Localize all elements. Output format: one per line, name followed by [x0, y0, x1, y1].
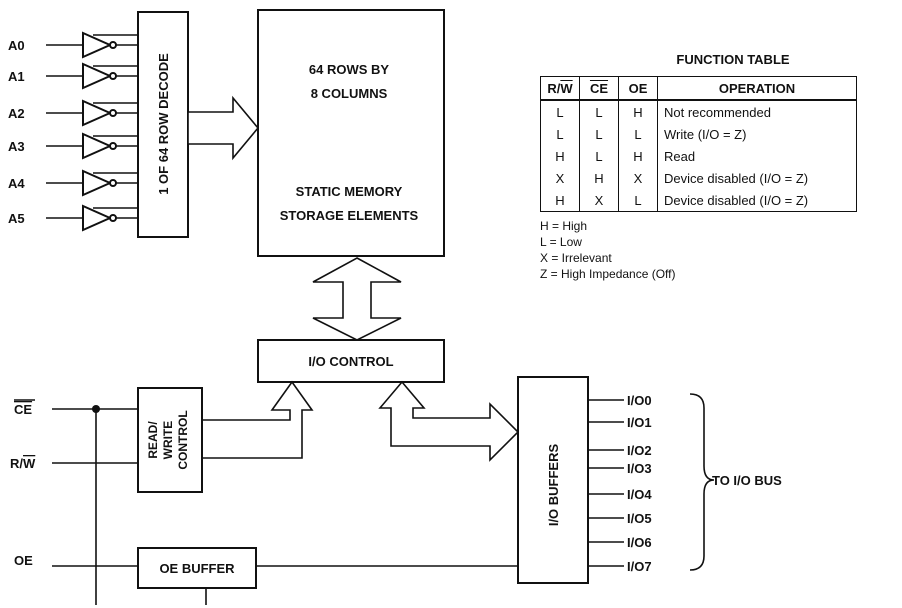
address-label: A0 — [8, 38, 25, 53]
read-write-control: READ/ WRITE CONTROL — [137, 387, 203, 493]
function-table-title: FUNCTION TABLE — [676, 52, 790, 67]
address-label: A3 — [8, 139, 25, 154]
address-input-a2: A2 — [8, 99, 138, 127]
cell-ce: L — [579, 123, 619, 145]
io-control: I/O CONTROL — [257, 339, 445, 383]
table-row: H L H Read — [540, 145, 857, 167]
memory-label-line1: 64 ROWS BY — [309, 62, 390, 77]
address-input-a5: A5 — [8, 204, 138, 232]
io-output-label: I/O5 — [627, 511, 652, 526]
rw-to-io-control-arrow — [201, 380, 314, 459]
control-input-rw: R/W — [10, 456, 138, 471]
cell-oe: H — [618, 145, 658, 167]
io-output-label: I/O7 — [627, 559, 652, 574]
cell-rw: L — [540, 100, 580, 123]
address-input-a3: A3 — [8, 132, 138, 160]
io-control-label: I/O CONTROL — [308, 354, 393, 369]
cell-rw: H — [540, 189, 580, 212]
ce-label: CE — [14, 402, 32, 417]
inverter-icon — [82, 204, 113, 232]
cell-ce: L — [579, 145, 619, 167]
rw-control-line3: CONTROL — [176, 410, 190, 469]
rw-label: R/W — [10, 456, 36, 471]
io-output-label: I/O6 — [627, 535, 652, 550]
cell-rw: H — [540, 145, 580, 167]
address-input-a1: A1 — [8, 62, 138, 90]
io-output-label: I/O1 — [627, 415, 652, 430]
io-output-lines: I/O0 I/O1 I/O2 I/O3 I/O4 I/O5 I/O6 I/O7 — [588, 393, 652, 574]
io-output-label: I/O0 — [627, 393, 652, 408]
io-output-label: I/O2 — [627, 443, 652, 458]
io-buffers: I/O BUFFERS — [517, 376, 589, 584]
io-bus-brace — [689, 393, 715, 571]
legend-item: Z = High Impedance (Off) — [540, 267, 676, 281]
cell-ce: L — [579, 100, 619, 123]
address-label: A5 — [8, 211, 25, 226]
cell-rw: L — [540, 123, 580, 145]
memory-label-line4: STORAGE ELEMENTS — [280, 208, 419, 223]
cell-operation: Write (I/O = Z) — [657, 123, 857, 145]
cell-oe: X — [618, 167, 658, 189]
io-output-label: I/O4 — [627, 487, 652, 502]
address-label: A2 — [8, 106, 25, 121]
io-bus-label: TO I/O BUS — [712, 473, 782, 488]
header-rw: R/W — [540, 76, 580, 101]
table-header-row: R/W CE OE OPERATION — [540, 76, 857, 101]
cell-operation: Device disabled (I/O = Z) — [657, 189, 857, 212]
address-input-a0: A0 — [8, 31, 138, 59]
table-row: L L H Not recommended — [540, 100, 857, 123]
io-buffers-label: I/O BUFFERS — [546, 444, 561, 527]
legend-item: H = High — [540, 219, 588, 233]
table-row: X H X Device disabled (I/O = Z) — [540, 167, 857, 189]
address-label: A4 — [8, 176, 25, 191]
inverter-icon — [82, 99, 113, 127]
row-decoder: 1 OF 64 ROW DECODE — [137, 11, 189, 238]
table-row: L L L Write (I/O = Z) — [540, 123, 857, 145]
legend-item: X = Irrelevant — [540, 251, 612, 265]
control-input-ce: CE — [14, 399, 138, 605]
oe-label: OE — [14, 553, 33, 568]
control-input-oe: OE — [14, 553, 138, 568]
address-label: A1 — [8, 69, 25, 84]
io-output-label: I/O3 — [627, 461, 652, 476]
header-oe: OE — [618, 76, 658, 101]
memory-label-line3: STATIC MEMORY — [296, 184, 403, 199]
oe-buffer: OE BUFFER — [137, 547, 518, 605]
cell-rw: X — [540, 167, 580, 189]
memory-array: 64 ROWS BY 8 COLUMNS STATIC MEMORY STORA… — [257, 9, 445, 257]
inverter-icon — [82, 62, 113, 90]
cell-operation: Device disabled (I/O = Z) — [657, 167, 857, 189]
io-control-to-buffers-arrow — [378, 380, 520, 462]
cell-oe: L — [618, 189, 658, 212]
function-table: FUNCTION TABLE R/W CE OE OPERATION L L H… — [540, 52, 896, 212]
decode-to-memory-arrow — [187, 95, 260, 161]
header-operation: OPERATION — [657, 76, 857, 101]
cell-operation: Read — [657, 145, 857, 167]
cell-ce: H — [579, 167, 619, 189]
header-ce: CE — [579, 76, 619, 101]
row-decoder-label: 1 OF 64 ROW DECODE — [156, 53, 171, 195]
address-input-a4: A4 — [8, 169, 138, 197]
oe-buffer-label: OE BUFFER — [159, 561, 235, 576]
inverter-icon — [82, 132, 113, 160]
rw-control-line2: WRITE — [161, 421, 175, 460]
function-table-grid: R/W CE OE OPERATION L L H Not recommende… — [540, 76, 857, 212]
memory-io-bidirectional-arrow — [312, 257, 402, 341]
rw-control-line1: READ/ — [146, 421, 160, 459]
cell-ce: X — [579, 189, 619, 212]
table-row: H X L Device disabled (I/O = Z) — [540, 189, 857, 212]
inverter-icon — [82, 31, 113, 59]
function-table-legend: H = High L = Low X = Irrelevant Z = High… — [540, 218, 676, 282]
inverter-icon — [82, 169, 113, 197]
memory-label-line2: 8 COLUMNS — [311, 86, 388, 101]
cell-operation: Not recommended — [657, 100, 857, 123]
cell-oe: L — [618, 123, 658, 145]
cell-oe: H — [618, 100, 658, 123]
legend-item: L = Low — [540, 235, 582, 249]
